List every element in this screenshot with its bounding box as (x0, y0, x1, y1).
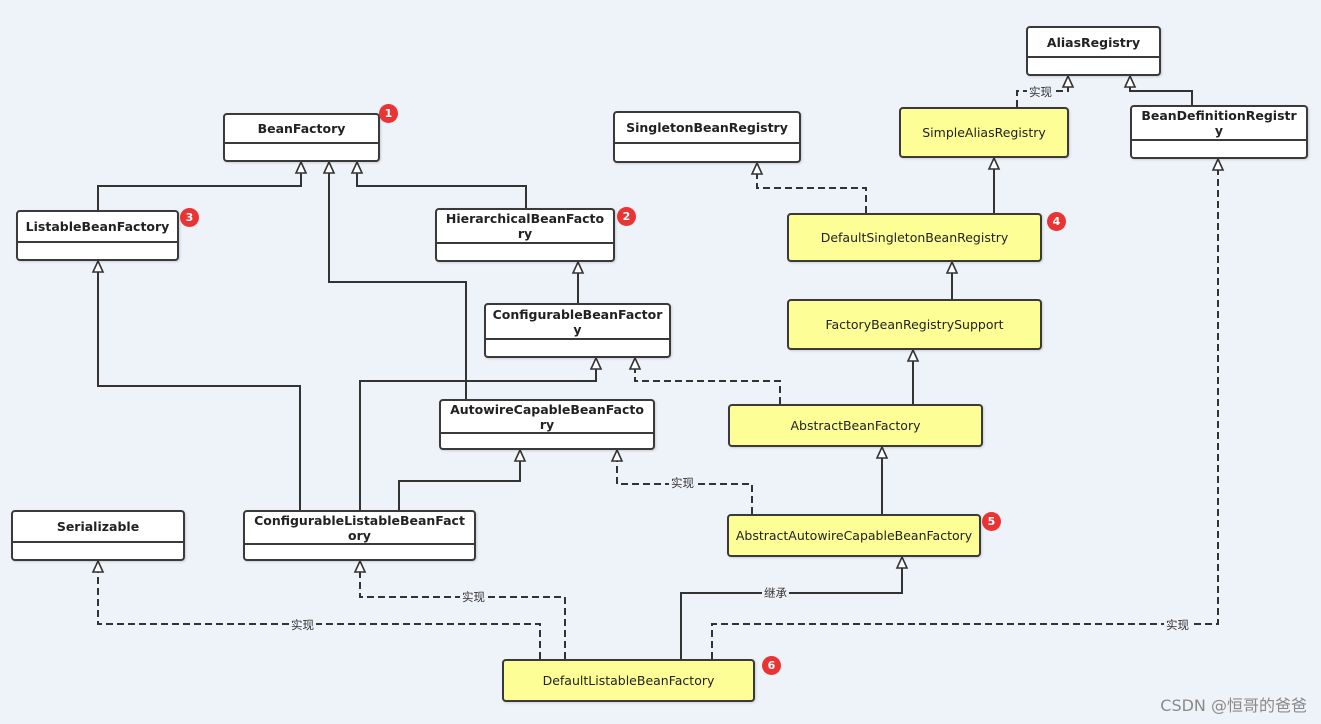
node-default-listable-bean-factory[interactable]: DefaultListableBeanFactory (502, 659, 755, 702)
edge-defaultsingleton-to-singleton (750, 161, 867, 213)
node-label: BeanFactory (225, 115, 378, 144)
edge-cfglistable-to-autowire (398, 448, 527, 510)
edge-label-implements: 实现 (669, 476, 696, 490)
watermark: CSDN @恒哥的爸爸 (1160, 696, 1307, 715)
edge-factorybean-to-defaultsingleton (945, 260, 959, 299)
node-label: FactoryBeanRegistrySupport (825, 317, 1004, 332)
edge-cfglistable-to-configurable (359, 356, 603, 510)
edge-simplealias-to-alias (1016, 74, 1075, 107)
node-label: ListableBeanFactory (18, 212, 177, 243)
node-label: AbstractAutowireCapableBeanFactory (735, 528, 973, 543)
edge-defaultlistable-to-serializable (91, 559, 541, 659)
node-label: DefaultListableBeanFactory (542, 673, 715, 688)
node-listable-bean-factory[interactable]: ListableBeanFactory (16, 210, 179, 261)
edge-label-implements: 实现 (1027, 85, 1054, 99)
node-label: DefaultSingletonBeanRegistry (820, 230, 1009, 245)
node-label: AbstractBeanFactory (790, 418, 921, 433)
node-simple-alias-registry[interactable]: SimpleAliasRegistry (899, 107, 1069, 158)
node-label: SimpleAliasRegistry (922, 125, 1046, 140)
badge-6: 6 (762, 656, 781, 675)
arrowhead (513, 448, 527, 462)
arrowhead (945, 260, 959, 274)
node-hierarchical-bean-factory[interactable]: HierarchicalBeanFactory (435, 208, 615, 262)
arrowhead (91, 259, 105, 273)
node-serializable[interactable]: Serializable (11, 510, 185, 561)
edge-defaultlistable-to-cfglistable (353, 559, 566, 659)
arrowhead (1123, 74, 1137, 88)
edge-abstractbf-to-configurable (628, 356, 781, 404)
node-configurable-listable-bean-factory[interactable]: ConfigurableListableBeanFactory (243, 510, 476, 561)
edge-hierarchical-to-beanfactory (350, 160, 527, 208)
node-label: BeanDefinitionRegistry (1132, 107, 1306, 141)
node-label: ConfigurableListableBeanFactory (245, 512, 474, 545)
arrowhead (875, 445, 889, 459)
edge-configurable-to-hierarchical (571, 260, 585, 303)
node-abstract-autowire-capable-bean-factory[interactable]: AbstractAutowireCapableBeanFactory (727, 514, 981, 557)
edge-abstractautowire-to-abstractbf (875, 445, 889, 514)
node-label: SingletonBeanRegistry (615, 113, 799, 144)
arrowhead (350, 160, 364, 174)
arrowhead (610, 448, 624, 462)
arrowhead (353, 559, 367, 573)
badge-3: 3 (180, 208, 199, 227)
edge-beandef-to-alias (1123, 74, 1193, 105)
edge-label-implements: 实现 (460, 590, 487, 604)
edge-cfglistable-to-listable (91, 259, 301, 510)
badge-1: 1 (379, 104, 398, 123)
node-label: AutowireCapableBeanFactory (441, 401, 653, 434)
node-abstract-bean-factory[interactable]: AbstractBeanFactory (728, 404, 983, 447)
node-label: HierarchicalBeanFactory (437, 210, 613, 244)
edge-defaultsingleton-to-simplealias (987, 156, 1001, 213)
edge-defaultlistable-to-abstractautowire (680, 555, 909, 659)
node-label: Serializable (13, 512, 183, 543)
node-autowire-capable-bean-factory[interactable]: AutowireCapableBeanFactory (439, 399, 655, 450)
edge-listable-to-beanfactory (97, 160, 308, 210)
node-alias-registry[interactable]: AliasRegistry (1026, 26, 1161, 76)
node-bean-definition-registry[interactable]: BeanDefinitionRegistry (1130, 105, 1308, 159)
edge-label-extends: 继承 (762, 586, 789, 600)
edge-abstractbf-to-factorybean (906, 348, 920, 404)
arrowhead (571, 260, 585, 274)
node-bean-factory[interactable]: BeanFactory (223, 113, 380, 162)
badge-5: 5 (982, 512, 1001, 531)
arrowhead (589, 356, 603, 370)
arrowhead (91, 559, 105, 573)
node-factory-bean-registry-support[interactable]: FactoryBeanRegistrySupport (787, 299, 1042, 350)
edge-label-implements: 实现 (289, 618, 316, 632)
arrowhead (294, 160, 308, 174)
arrowhead (322, 160, 336, 174)
node-label: AliasRegistry (1028, 28, 1159, 58)
arrowhead (1061, 74, 1075, 88)
arrowhead (750, 161, 764, 175)
badge-4: 4 (1047, 212, 1066, 231)
arrowhead (1211, 157, 1225, 171)
arrowhead (895, 555, 909, 569)
arrowhead (628, 356, 642, 370)
node-configurable-bean-factory[interactable]: ConfigurableBeanFactory (484, 303, 671, 358)
edge-label-implements: 实现 (1164, 618, 1191, 632)
node-default-singleton-bean-registry[interactable]: DefaultSingletonBeanRegistry (787, 213, 1042, 262)
badge-2: 2 (617, 207, 636, 226)
arrowhead (906, 348, 920, 362)
edge-autowire-to-beanfactory (322, 160, 467, 399)
node-label: ConfigurableBeanFactory (486, 305, 669, 340)
node-singleton-bean-registry[interactable]: SingletonBeanRegistry (613, 111, 801, 163)
edge-abstractautowire-to-autowire (610, 448, 753, 514)
edge-defaultlistable-to-beandef (711, 157, 1225, 659)
arrowhead (987, 156, 1001, 170)
